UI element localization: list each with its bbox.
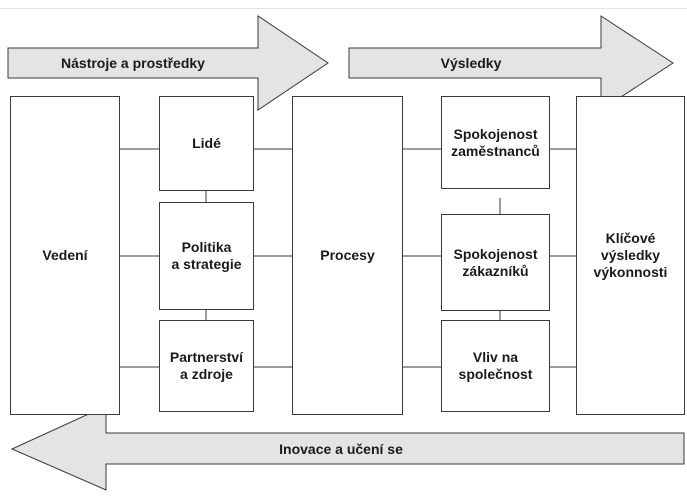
society-impact-box: Vliv na společnost	[441, 320, 550, 412]
policy-box: Politika a strategie	[159, 202, 254, 310]
innovation-arrow-shape	[10, 405, 685, 491]
innovation-arrow-label: Inovace a učení se	[279, 440, 403, 457]
results-arrow-shape	[348, 15, 674, 111]
results-arrow-label: Výsledky	[440, 55, 502, 71]
tools-arrow-label: Nástroje a prostředky	[61, 55, 205, 71]
leadership-box: Vedení	[10, 96, 120, 415]
processes-box: Procesy	[292, 96, 403, 415]
top-divider	[0, 8, 687, 9]
customer-satisfaction-box: Spokojenost zákazníků	[441, 214, 550, 311]
tools-arrow-shape	[7, 15, 329, 111]
partnership-box: Partnerství a zdroje	[159, 320, 254, 412]
key-results-box: Klíčové výsledky výkonnosti	[576, 96, 685, 415]
people-box: Lidé	[159, 96, 254, 191]
employee-satisfaction-box: Spokojenost zaměstnanců	[441, 96, 550, 189]
